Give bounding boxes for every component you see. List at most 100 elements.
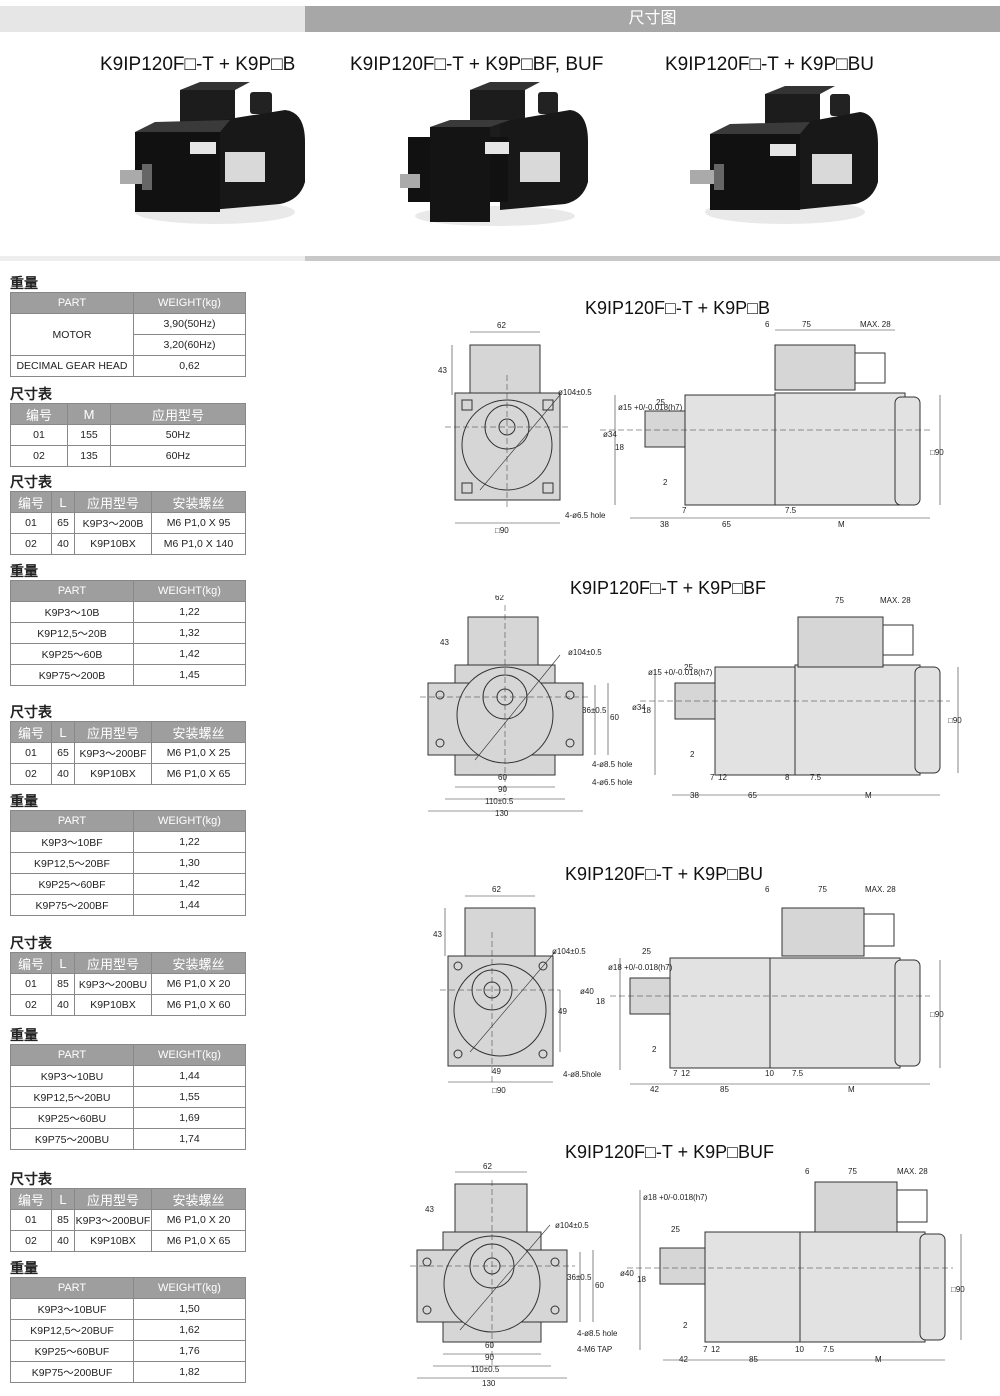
dim-circle: ø104±0.5 [568,648,602,657]
th: PART [10,1277,134,1299]
cell-motor-60: 3,20(60Hz) [133,334,246,356]
dim-sq: □90 [951,1285,965,1294]
dim-v36: 36±0.5 [582,706,607,715]
cell: 1,69 [133,1107,246,1129]
dim-2: 2 [652,1045,657,1054]
th: WEIGHT(kg) [133,810,246,832]
th: L [51,952,75,974]
cell: 01 [10,424,68,446]
product-title-b: K9IP120F□-T + K9P□B [100,54,296,75]
drawing-buf: 62 43 ø104±0.5 4-ø8.5 hole 4-M6 TAP 60 9… [410,1162,965,1388]
dim-max: MAX. 28 [860,320,891,329]
th: PART [10,1044,134,1066]
th-part: PART [10,292,134,314]
label-weight-b: 重量 [10,563,38,579]
cell-motor-50: 3,90(50Hz) [133,313,246,335]
dim-d1: ø15 +0/-0.018(h7) [648,668,713,677]
dim-max: MAX. 28 [897,1167,928,1176]
cell: K9P10BX [74,533,152,555]
th: WEIGHT(kg) [133,580,246,602]
cell: K9P75～200BU [10,1128,134,1150]
label-dim-b: 尺寸表 [10,474,52,490]
th: 编号 [10,491,52,513]
cell: K9P10BX [74,763,152,785]
dim-b90: 90 [485,1353,494,1362]
dim-d2: ø34 [603,430,617,439]
cell: 65 [51,512,75,534]
dim-38: 38 [690,791,699,800]
dim-side: 43 [433,930,442,939]
th: 应用型号 [74,721,152,743]
dim-b130: 130 [495,809,509,817]
dim-hole1: 4-ø8.5 hole [577,1329,618,1338]
label-dim-buf: 尺寸表 [10,1171,52,1187]
dim-bottom: □90 [492,1086,506,1095]
dim-top: 62 [483,1162,492,1171]
cell: 02 [10,763,52,785]
dim-hole1: 4-ø8.5 hole [592,760,633,769]
cell: 1,74 [133,1128,246,1150]
cell: M6 P1,0 X 20 [151,973,246,995]
dim-m: M [865,791,872,800]
cell: 01 [10,973,52,995]
dim-d2: ø34 [632,703,646,712]
cell: K9P12,5～20BF [10,852,134,874]
cell: K9P3～200BU [74,973,152,995]
dim-sq: □90 [930,448,944,457]
dim-25: 25 [671,1225,680,1234]
dim-v36: 36±0.5 [567,1273,592,1282]
cell: 02 [10,533,52,555]
dim-m: M [848,1085,855,1094]
dim-75: 75 [802,320,811,329]
dim-v60: 60 [610,713,619,722]
dim-hole2: 4-ø6.5 hole [592,778,633,787]
th: 编号 [10,952,52,974]
motor-photo-bf [400,82,588,226]
dim-side: 43 [425,1205,434,1214]
dim-7: 7 [673,1069,678,1078]
th: L [51,721,75,743]
dim-2: 2 [690,750,695,759]
cell: 01 [10,742,52,764]
cell: 1,22 [133,601,246,623]
dim-circle: ø104±0.5 [552,947,586,956]
dim-max: MAX. 28 [880,596,911,605]
cell: M6 P1,0 X 65 [151,763,246,785]
dim-7: 7 [703,1345,708,1354]
dim-8: 8 [785,773,790,782]
cell: K9P25～60BUF [10,1340,134,1362]
cell: K9P3～10BF [10,831,134,853]
dim-85: 85 [720,1085,729,1094]
dim-6: 6 [765,320,770,329]
dim-25: 25 [656,398,665,407]
cell: 85 [51,1209,75,1231]
dim-38: 38 [660,520,669,529]
th-weight: WEIGHT(kg) [133,292,246,314]
th: 应用型号 [74,1188,152,1210]
dim-key: 18 [615,443,624,452]
cell: 1,50 [133,1298,246,1320]
cell: K9P10BX [74,994,152,1016]
cell: 155 [67,424,111,446]
cell: K9P25～60BF [10,873,134,895]
dim-7: 7 [710,773,715,782]
dim-m: M [838,520,845,529]
label-dim-m: 尺寸表 [10,386,52,402]
th: 应用型号 [110,403,246,425]
dim-sq: □90 [930,1010,944,1019]
dim-top: 62 [497,321,506,330]
label-weight-bu: 重量 [10,1027,38,1043]
cell: K9P25～60BU [10,1107,134,1129]
